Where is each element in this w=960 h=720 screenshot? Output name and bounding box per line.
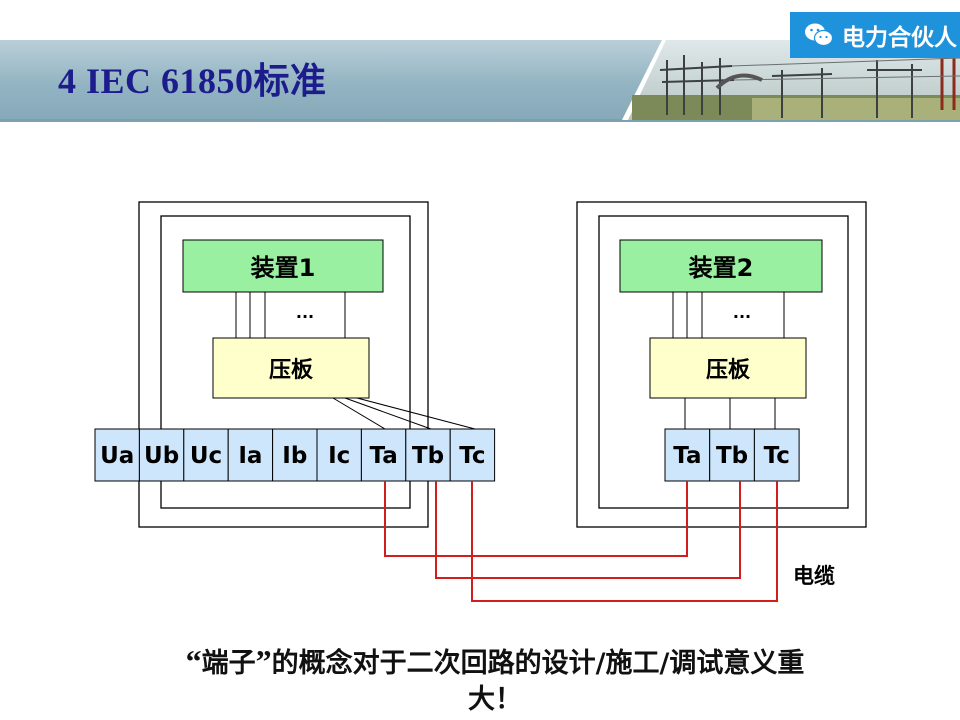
terminal-strip-1: Ua Ub Uc Ia Ib Ic Ta Tb Tc bbox=[94, 428, 496, 482]
device-2-label: 装置2 bbox=[689, 254, 754, 282]
terminal-ic-label: Ic bbox=[328, 443, 350, 469]
terminal-tb-label: Tb bbox=[716, 443, 748, 469]
terminal-ia bbox=[227, 428, 274, 482]
caption-line-1: 的概念对于二次回路的设计/施工/调试意义重 bbox=[271, 648, 805, 679]
terminal-ta-label: Ta bbox=[673, 443, 701, 469]
terminal-tb bbox=[405, 428, 451, 482]
caption: “端子”的概念对于二次回路的设计/施工/调试意义重 大！ bbox=[110, 643, 880, 718]
terminal-ua-label: Ua bbox=[100, 443, 134, 469]
terminal-ia-label: Ia bbox=[238, 443, 262, 469]
device-1-label: 装置1 bbox=[251, 254, 316, 282]
terminal-uc-label: Uc bbox=[190, 443, 222, 469]
cabinet-2-outer bbox=[576, 201, 867, 528]
terminal-ta bbox=[360, 428, 407, 482]
plate-2 bbox=[649, 337, 807, 399]
terminal-tc bbox=[753, 428, 800, 482]
device-2 bbox=[619, 239, 823, 293]
cable-tb bbox=[435, 481, 741, 579]
cable-label: 电缆 bbox=[793, 564, 835, 588]
cable-ta bbox=[384, 481, 688, 557]
brand-badge: 电力合伙人 bbox=[790, 12, 960, 58]
substation-photo bbox=[622, 40, 960, 120]
plate-1-label: 压板 bbox=[269, 358, 314, 383]
terminal-ua bbox=[94, 428, 140, 482]
slide-title: 4 IEC 61850标准 bbox=[58, 61, 327, 101]
caption-keyword: 端子 bbox=[201, 648, 256, 679]
caption-open-quote: “ bbox=[185, 643, 202, 679]
caption-line-2: 大！ bbox=[468, 684, 522, 715]
terminal-ta-label: Ta bbox=[369, 443, 397, 469]
cabinet-1-inner bbox=[160, 215, 411, 509]
terminal-tb bbox=[709, 428, 755, 482]
device-1-ellipsis: ... bbox=[296, 303, 314, 322]
wechat-icon bbox=[805, 23, 834, 47]
terminal-ub bbox=[138, 428, 185, 482]
device-1 bbox=[182, 239, 384, 293]
terminal-ub-label: Ub bbox=[144, 443, 179, 469]
plate-2-label: 压板 bbox=[706, 358, 751, 383]
terminal-strip-2: Ta Tb Tc bbox=[664, 428, 800, 482]
caption-close-quote: ” bbox=[255, 643, 272, 679]
terminal-tb-label: Tb bbox=[412, 443, 444, 469]
cabinet-1-outer bbox=[138, 201, 429, 528]
title-bar-rule bbox=[0, 119, 960, 122]
device-2-ellipsis: ... bbox=[733, 303, 751, 322]
brand-name: 电力合伙人 bbox=[842, 25, 957, 51]
cabinet-2-inner bbox=[598, 215, 849, 509]
terminal-ib-label: Ib bbox=[282, 443, 307, 469]
terminal-tc-label: Tc bbox=[764, 443, 790, 469]
terminal-tc bbox=[449, 428, 496, 482]
plate-1 bbox=[212, 337, 370, 399]
cable-bundle bbox=[384, 481, 778, 602]
terminal-ib bbox=[272, 428, 318, 482]
cable-tc bbox=[471, 481, 778, 602]
terminal-ta bbox=[664, 428, 711, 482]
terminal-tc-label: Tc bbox=[459, 443, 485, 469]
terminal-ic bbox=[316, 428, 362, 482]
